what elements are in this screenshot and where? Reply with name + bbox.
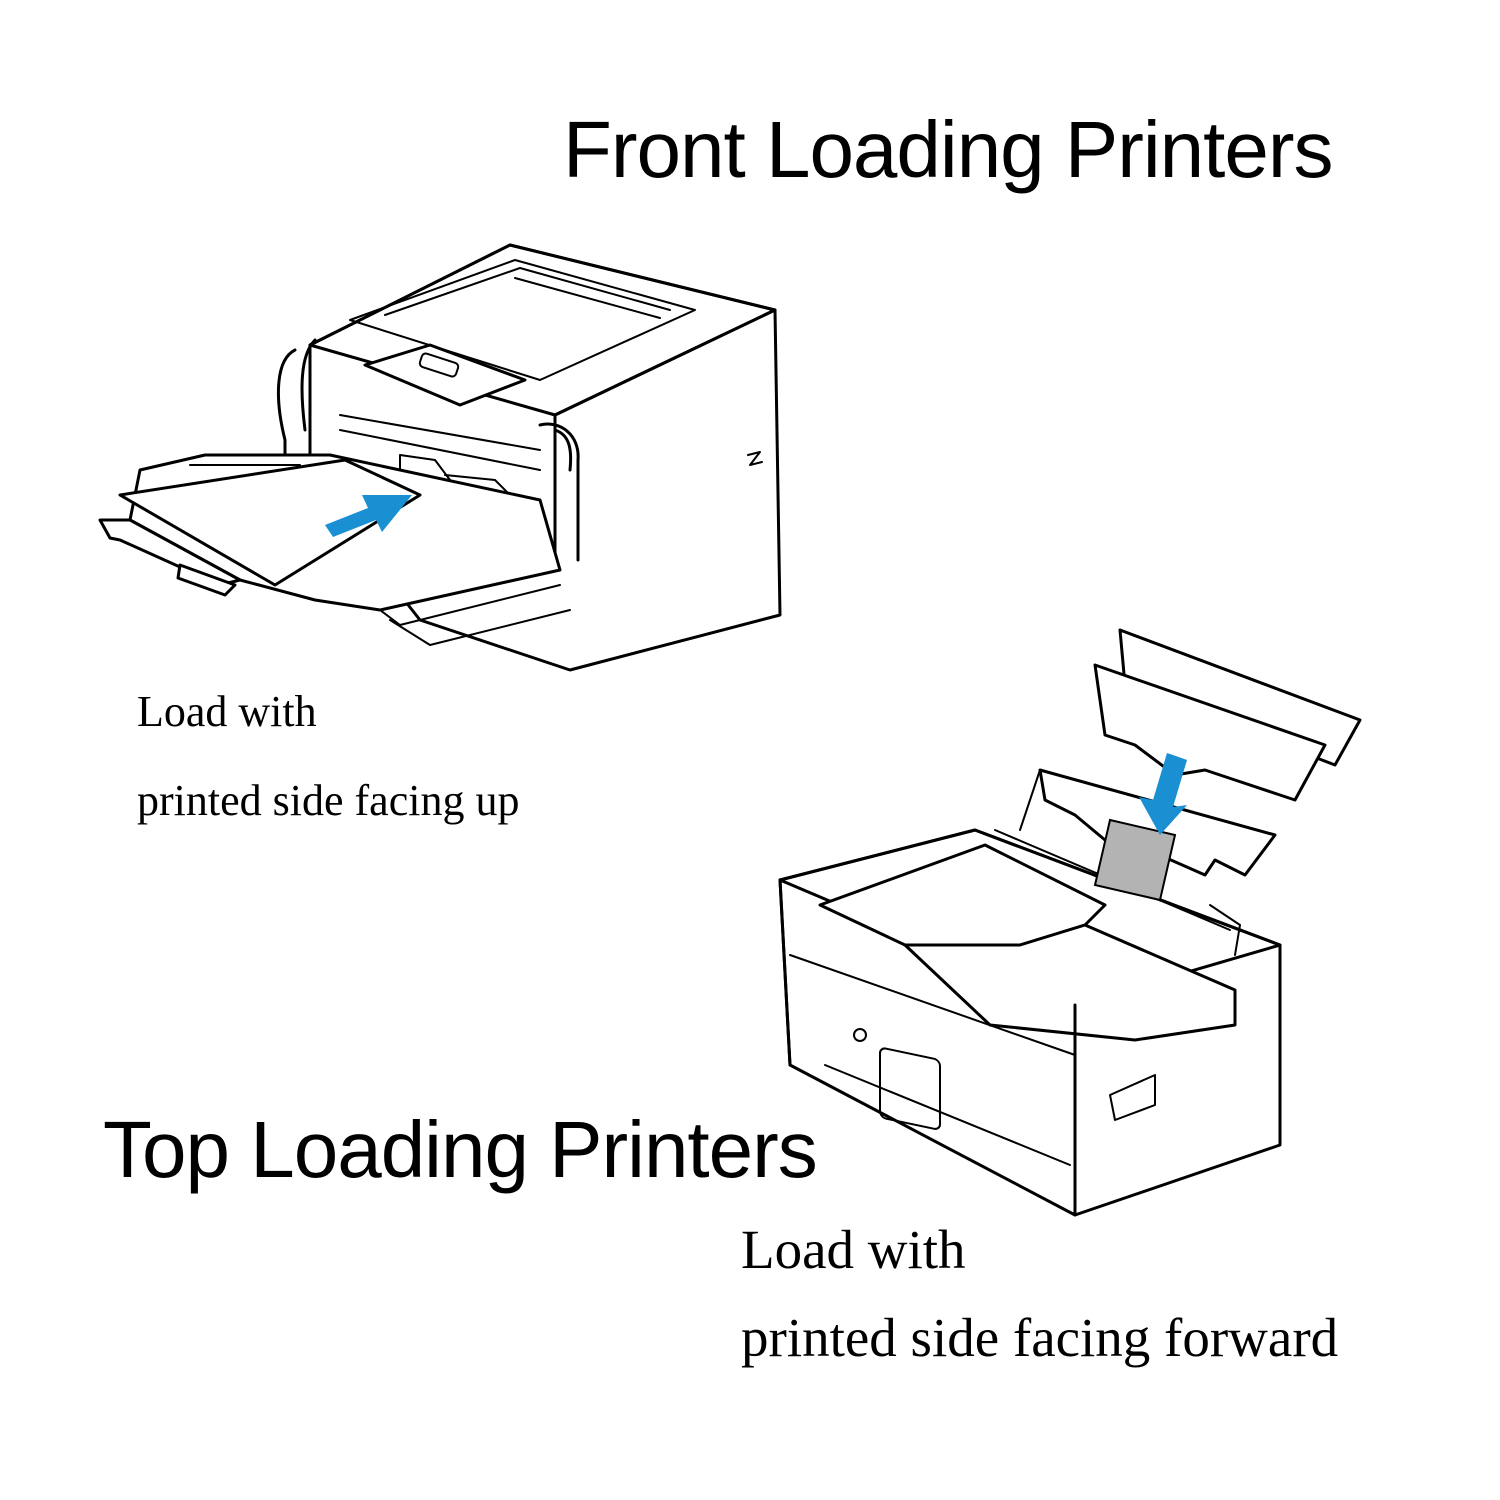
arrow-down-icon bbox=[1139, 753, 1187, 835]
top-caption-line2: printed side facing forward bbox=[741, 1307, 1339, 1368]
photo-card bbox=[1093, 818, 1177, 902]
front-caption-line1: Load with bbox=[137, 687, 317, 736]
arrow-right-icon bbox=[325, 495, 412, 537]
front-loading-printer-illustration bbox=[98, 243, 782, 672]
front-loading-heading: Front Loading Printers bbox=[563, 105, 1334, 194]
front-caption-line2: printed side facing up bbox=[137, 776, 520, 825]
top-caption-line1: Load with bbox=[741, 1219, 966, 1280]
top-loading-heading: Top Loading Printers bbox=[103, 1105, 818, 1194]
top-loading-printer-illustration bbox=[778, 628, 1362, 1217]
